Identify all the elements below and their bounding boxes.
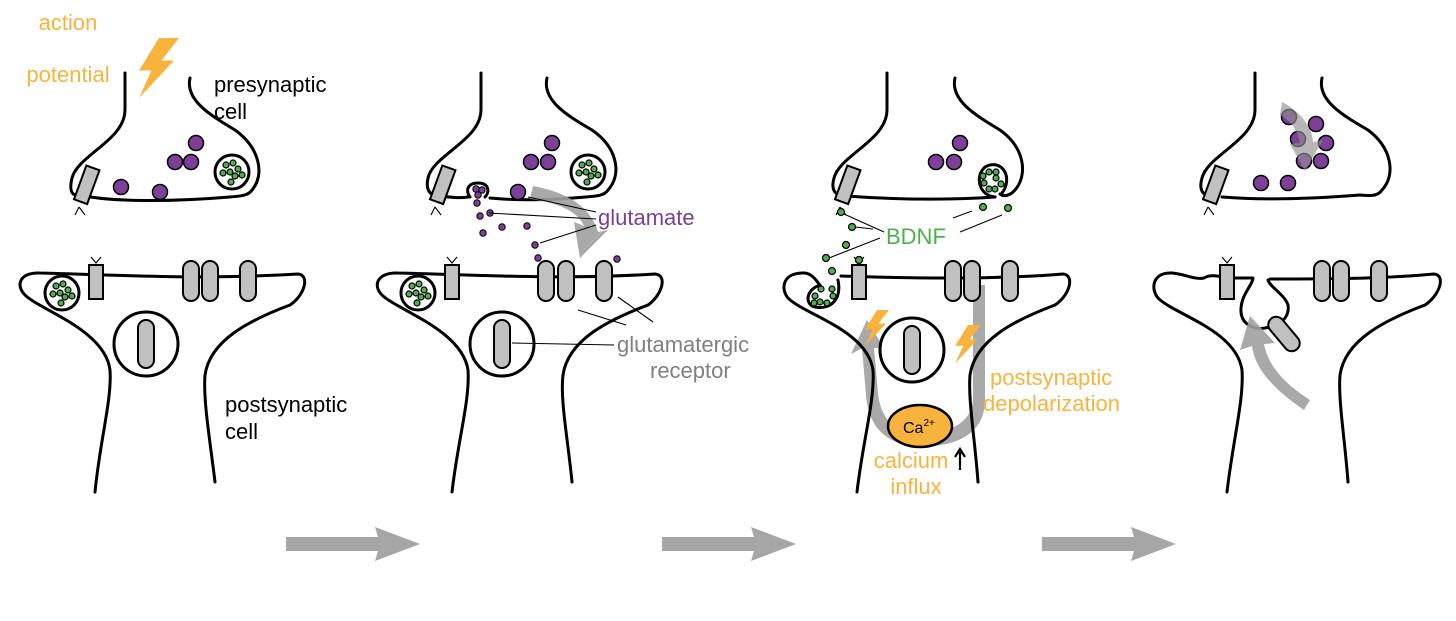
right-arrow-icon (1042, 527, 1176, 561)
glutamatergic-receptor (239, 260, 257, 302)
presynaptic-receptor (1202, 164, 1230, 216)
glutamate-label: glutamate (598, 205, 695, 230)
lightning-bolt-icon (139, 38, 179, 98)
glutamatergic-receptor (201, 260, 219, 302)
glutamatergic-receptor (537, 260, 555, 302)
glutamate-vesicle (522, 153, 540, 171)
up-arrow-icon (954, 446, 966, 470)
glutamatergic-receptor (1370, 260, 1388, 302)
bdnf-leader-lines (828, 210, 1003, 259)
curved-arrow-icon (530, 186, 608, 258)
glutamatergic-receptor (944, 260, 962, 302)
presynaptic-receptor (834, 164, 862, 216)
glutamate-vesicle (166, 153, 184, 171)
glutamatergic-receptor (595, 260, 613, 302)
trkb-receptor (88, 256, 104, 300)
glutamatergic-receptor (557, 260, 575, 302)
action-potential-label-line1: action (39, 10, 98, 35)
glutamate-vesicle (112, 178, 130, 196)
postsynaptic-spine (375, 271, 664, 494)
postsynaptic-spine (1152, 271, 1442, 494)
postsynaptic-depolarization-label-line2: depolarization (983, 391, 1120, 416)
presynaptic-terminal (69, 71, 261, 203)
glutamate-vesicle (945, 153, 963, 171)
glutamate-vesicle (1312, 152, 1330, 170)
panel-3: BDNF Ca2+ calcium influx post (782, 71, 1120, 499)
trkb-receptor (444, 256, 460, 300)
curved-arrow-icon (1240, 316, 1310, 410)
released-glutamate (476, 209, 621, 263)
postsynaptic-depolarization-label-line1: postsynaptic (990, 365, 1112, 390)
action-potential-label-line2: potential (26, 62, 109, 87)
glutamate-vesicle (951, 134, 969, 152)
right-arrow-icon (286, 527, 420, 561)
presynaptic-cell-label-line2: cell (214, 99, 247, 124)
glutamatergic-receptor (963, 260, 981, 302)
panel-1: action potential presynaptic cell postsy… (18, 10, 347, 494)
glutamate-leader-lines (488, 196, 597, 244)
glutamate-vesicle (187, 134, 205, 152)
fusing-vesicle (466, 181, 490, 207)
bdnf-release-pre (979, 168, 1005, 193)
bound-bdnf (854, 255, 864, 265)
bdnf-vesicle (399, 274, 437, 312)
glutamate-vesicle (1307, 115, 1325, 133)
glutamatergic-receptor (182, 260, 200, 302)
receptor-reserve-pool (468, 310, 536, 378)
bdnf-vesicle (43, 274, 81, 312)
receptor-reserve-pool (878, 316, 946, 384)
presynaptic-receptor (73, 164, 101, 216)
glutamatergic-receptor (1001, 260, 1019, 302)
bdnf-vesicle (569, 153, 607, 191)
trkb-receptor (1219, 256, 1235, 300)
presynaptic-receptor (429, 164, 457, 216)
presynaptic-cell-label-line1: presynaptic (214, 72, 327, 97)
postsynaptic-cell-label-line1: postsynaptic (225, 392, 347, 417)
glutamate-vesicle (151, 183, 169, 201)
right-arrow-icon (662, 527, 796, 561)
glutamatergic-receptor (1313, 260, 1331, 302)
glutamate-vesicle (539, 153, 557, 171)
glutamatergic-receptor (1332, 260, 1350, 302)
calcium-ion-label: Ca2+ (903, 418, 935, 437)
glutamatergic-receptor-label-line1: glutamatergic (617, 332, 749, 357)
glutamatergic-receptor-label-line2: receptor (650, 358, 731, 383)
postsynaptic-spine (18, 271, 307, 494)
curved-arrow-icon (1280, 102, 1323, 171)
bdnf-release-post (810, 285, 837, 307)
calcium-influx-label-line1: calcium (874, 448, 949, 473)
receptor-reserve-pool (112, 310, 180, 378)
glutamate-vesicle (182, 153, 200, 171)
bdnf-label: BDNF (886, 224, 946, 249)
glutamate-vesicle (1279, 174, 1297, 192)
glutamate-vesicle (543, 134, 561, 152)
bdnf-vesicle (213, 153, 251, 191)
panel-4 (1152, 71, 1442, 494)
panel-2: glutamate glutamatergic receptor (375, 71, 749, 494)
calcium-ion (886, 403, 954, 449)
glutamate-vesicle (1252, 174, 1270, 192)
glutamate-vesicle (509, 183, 527, 201)
calcium-influx-label-line2: influx (890, 474, 941, 499)
receptor-leader-lines (511, 296, 654, 346)
glutamate-vesicle (927, 153, 945, 171)
postsynaptic-cell-label-line2: cell (225, 419, 258, 444)
